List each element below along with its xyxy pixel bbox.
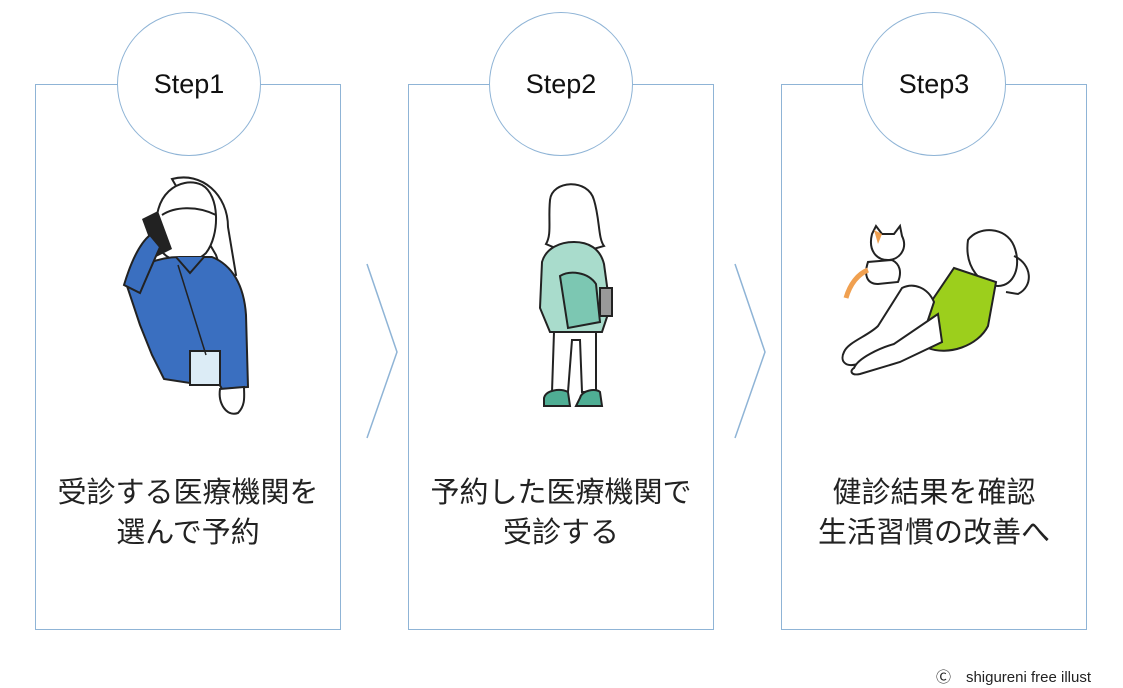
step-1-badge: Step1 (117, 12, 261, 156)
person-on-phone-illustration (120, 175, 260, 420)
step-3-caption-line-2: 生活習慣の改善へ (781, 512, 1087, 552)
situps-with-cat-illustration (838, 222, 1038, 378)
step-2-badge: Step2 (489, 12, 633, 156)
step-1-caption-line-2: 選んで予約 (35, 512, 341, 552)
step-3-badge: Step3 (862, 12, 1006, 156)
step-1-caption: 受診する医療機関を 選んで予約 (35, 472, 341, 552)
step-1-caption-line-1: 受診する医療機関を (35, 472, 341, 512)
arrow-icon (733, 262, 769, 442)
step-2-caption: 予約した医療機関で 受診する (408, 472, 714, 552)
step-3-caption: 健診結果を確認 生活習慣の改善へ (781, 472, 1087, 552)
arrow-icon (365, 262, 401, 442)
step-2-caption-line-2: 受診する (408, 512, 714, 552)
step-2-caption-line-1: 予約した医療機関で (408, 472, 714, 512)
credit-text: Ⓒ shigureni free illust (936, 666, 1091, 687)
person-standing-illustration (530, 180, 620, 412)
step-3-caption-line-1: 健診結果を確認 (781, 472, 1087, 512)
